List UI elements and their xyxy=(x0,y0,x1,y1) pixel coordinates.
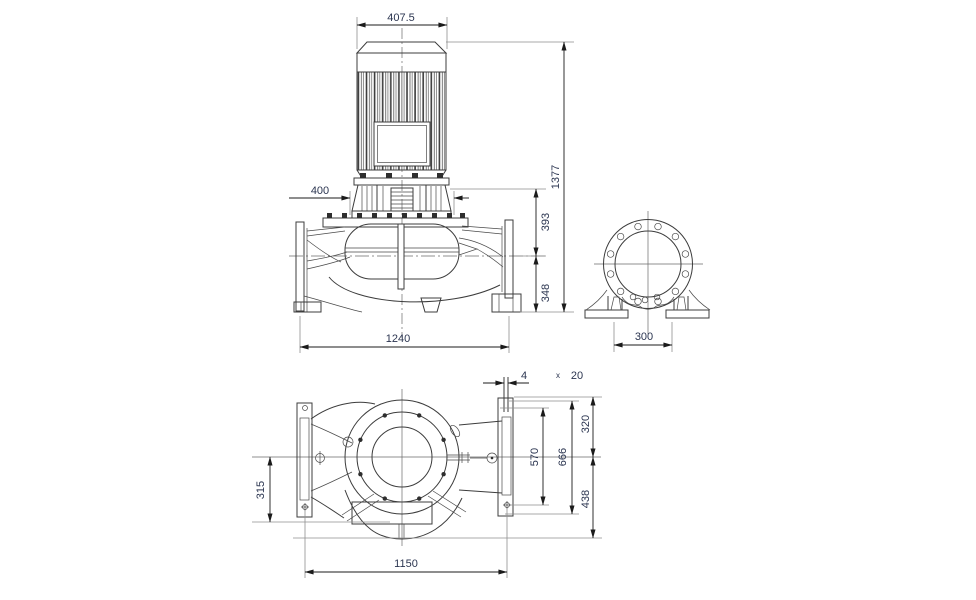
casing-bottom-left xyxy=(303,295,363,313)
right-foot xyxy=(491,293,522,313)
plan-view: 4 x 20 320 438 666 570 315 1150 xyxy=(252,370,602,578)
motor-stool xyxy=(351,184,452,219)
plan-left-flange xyxy=(296,402,325,518)
casing-lug xyxy=(449,424,461,438)
dim-motor-width-label: 407.5 xyxy=(387,12,415,24)
discharge-cone xyxy=(458,420,503,494)
flange-outer-circle xyxy=(603,219,693,309)
front-dimensions: 407.5 400 1377 393 348 1240 xyxy=(289,12,574,353)
dim-holes-size-label: 20 xyxy=(571,370,583,382)
end-view-feet xyxy=(584,289,711,319)
support-ribs xyxy=(341,490,467,522)
dim-foot-spacing-label: 300 xyxy=(635,331,653,343)
discharge-flange xyxy=(504,219,514,299)
flange-end-view: 300 xyxy=(584,211,711,352)
flange-bolt-marks xyxy=(358,413,446,501)
dim-holes-count-label: 4 xyxy=(521,370,527,382)
casing-outer-circle xyxy=(344,399,460,515)
motor-flange-bolts xyxy=(360,173,443,178)
dim-flange-width-label: 400 xyxy=(311,185,329,197)
end-left-base-plate xyxy=(584,309,629,319)
dim-foot-plate-length-label: 666 xyxy=(557,448,569,466)
volute-center-rib xyxy=(397,223,405,290)
dim-center-to-foot-top-label: 320 xyxy=(580,415,592,433)
casing-flange-bolts xyxy=(327,213,465,218)
left-top-foot-hole xyxy=(302,405,308,411)
drain-boss xyxy=(420,297,442,313)
pump-casing-front xyxy=(293,213,522,313)
right-flange-plate xyxy=(501,416,512,496)
suction-top-outline xyxy=(310,401,376,420)
casing-top-flange xyxy=(322,217,469,228)
end-right-base-plate xyxy=(665,309,710,319)
volute-bottom-outline xyxy=(344,489,463,540)
dim-overall-length-label: 1240 xyxy=(386,333,410,345)
left-foot xyxy=(293,301,322,313)
right-foot-plate xyxy=(497,397,514,517)
casing-bottom-arc xyxy=(328,276,501,303)
left-foot-plate xyxy=(296,402,313,518)
bottom-support-pad xyxy=(351,501,433,525)
dim-center-to-casing-bottom-label: 438 xyxy=(580,490,592,508)
gauge-plug xyxy=(486,452,498,464)
motor-flange xyxy=(353,177,450,186)
dim-total-height-label: 1377 xyxy=(550,165,562,189)
discharge-neck-top xyxy=(461,225,503,235)
terminal-box xyxy=(373,121,431,167)
plan-dimensions: 4 x 20 320 438 666 570 315 1150 xyxy=(252,370,602,578)
shaft-stub xyxy=(447,452,487,463)
coupling-guard xyxy=(382,186,421,211)
casing-bore-circle xyxy=(371,426,433,488)
plan-casing xyxy=(310,399,503,540)
suction-neck-top xyxy=(306,226,346,237)
dim-center-to-foot-bottom-label: 315 xyxy=(255,481,267,499)
flange-bore-circle xyxy=(614,230,682,298)
dim-center-to-flange-top-label: 393 xyxy=(540,213,552,231)
casing-skirt xyxy=(621,296,675,310)
dim-holes-sep-label: x xyxy=(556,371,560,380)
front-elevation-view: 407.5 400 1377 393 348 1240 xyxy=(289,12,574,353)
left-flange-plate xyxy=(299,417,310,501)
dim-center-to-base-label: 348 xyxy=(540,284,552,302)
terminal-box-lid xyxy=(377,125,427,163)
casing-boss xyxy=(342,436,354,448)
dim-foot-hole-length-spacing-label: 1150 xyxy=(394,558,418,570)
motor xyxy=(353,41,450,186)
dim-foot-hole-spacing-label: 570 xyxy=(529,448,541,466)
flange-bolt-holes xyxy=(606,222,690,306)
suction-flange xyxy=(295,221,305,312)
end-dimensions: 300 xyxy=(613,322,673,352)
